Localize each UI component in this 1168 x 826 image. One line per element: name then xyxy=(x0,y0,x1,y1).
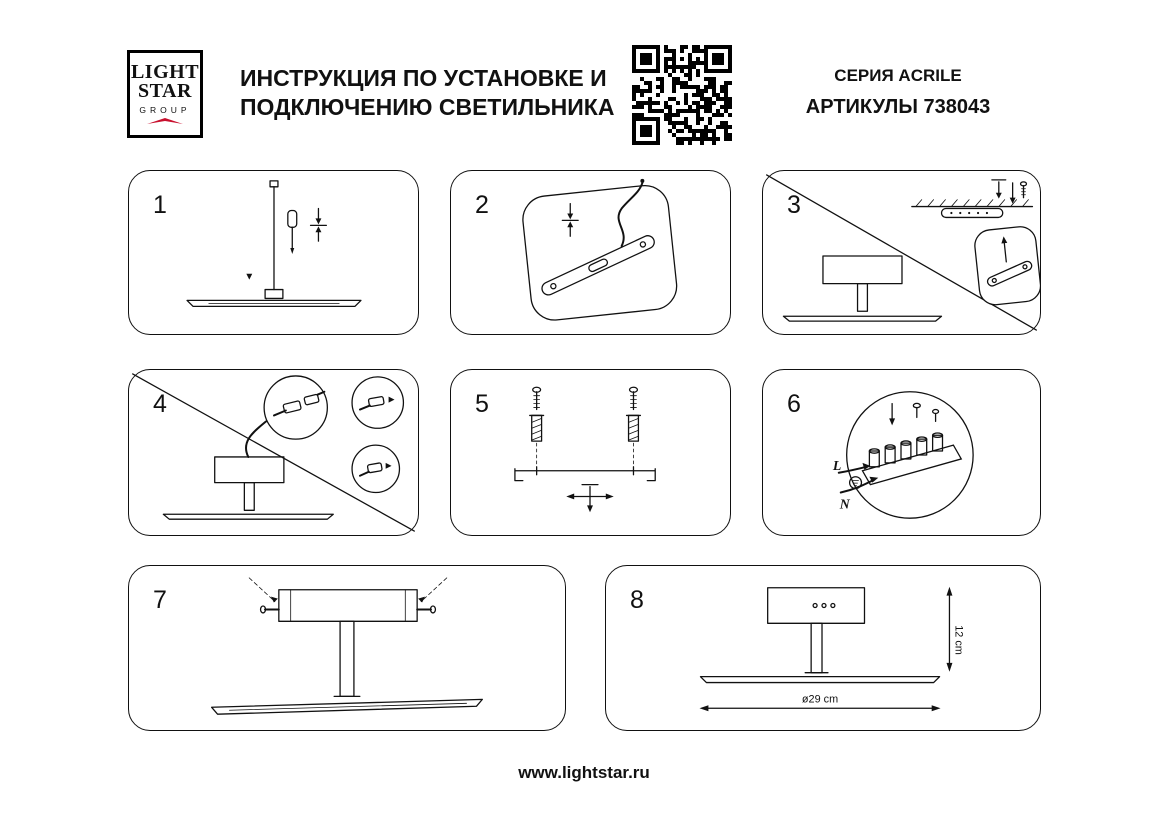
step-5-drawing xyxy=(514,386,656,513)
qr-code xyxy=(632,45,732,145)
step-2-drawing xyxy=(522,178,678,321)
step-number: 6 xyxy=(787,390,801,418)
step-number: 3 xyxy=(787,191,801,219)
diameter-dimension-label: ø29 cm xyxy=(802,693,838,705)
wire-neutral-label: N xyxy=(839,496,851,511)
logo-word-star: STAR xyxy=(138,80,192,102)
series-label: СЕРИЯ ACRILE xyxy=(834,66,962,85)
step-1-drawing xyxy=(186,180,362,307)
step-number: 7 xyxy=(153,586,167,614)
wire-live-label: L xyxy=(832,458,841,473)
step-panel-4: 4 xyxy=(128,369,419,536)
step-panel-7: 7 xyxy=(128,565,566,731)
product-info: СЕРИЯ ACRILE АРТИКУЛЫ 738043 xyxy=(778,66,1018,119)
step-panel-3: 3 xyxy=(762,170,1041,335)
title-line-1: ИНСТРУКЦИЯ ПО УСТАНОВКЕ И xyxy=(240,65,607,91)
logo-word-group: GROUP xyxy=(139,105,191,115)
step-panel-6: 6 xyxy=(762,369,1041,536)
step-7-drawing xyxy=(211,577,483,715)
logo-red-chevron-icon xyxy=(147,118,183,124)
step-8-drawing: 12 cm ø29 cm xyxy=(699,586,964,712)
step-number: 4 xyxy=(153,390,167,418)
step-number: 8 xyxy=(630,586,644,614)
step-6-drawing: L N xyxy=(832,391,974,519)
step-3-drawing xyxy=(766,174,1040,331)
logo-word-light: LIGHT xyxy=(130,61,200,83)
title-line-2: ПОДКЛЮЧЕНИЮ СВЕТИЛЬНИКА xyxy=(240,94,615,120)
website-url: www.lightstar.ru xyxy=(518,763,650,782)
height-dimension-label: 12 cm xyxy=(952,625,964,655)
step-panel-8: 8 12 cm ø29 cm xyxy=(605,565,1041,731)
step-panel-1: 1 xyxy=(128,170,419,335)
step-number: 5 xyxy=(475,390,489,418)
step-number: 2 xyxy=(475,191,489,219)
article-number: АРТИКУЛЫ 738043 xyxy=(805,96,991,118)
page-title: ИНСТРУКЦИЯ ПО УСТАНОВКЕ И ПОДКЛЮЧЕНИЮ СВ… xyxy=(240,64,614,122)
step-panel-5: 5 xyxy=(450,369,731,536)
step-4-drawing xyxy=(132,373,415,532)
step-panel-2: 2 xyxy=(450,170,731,335)
step-number: 1 xyxy=(153,191,167,219)
lightstar-logo: LIGHT STAR GROUP xyxy=(127,50,203,138)
